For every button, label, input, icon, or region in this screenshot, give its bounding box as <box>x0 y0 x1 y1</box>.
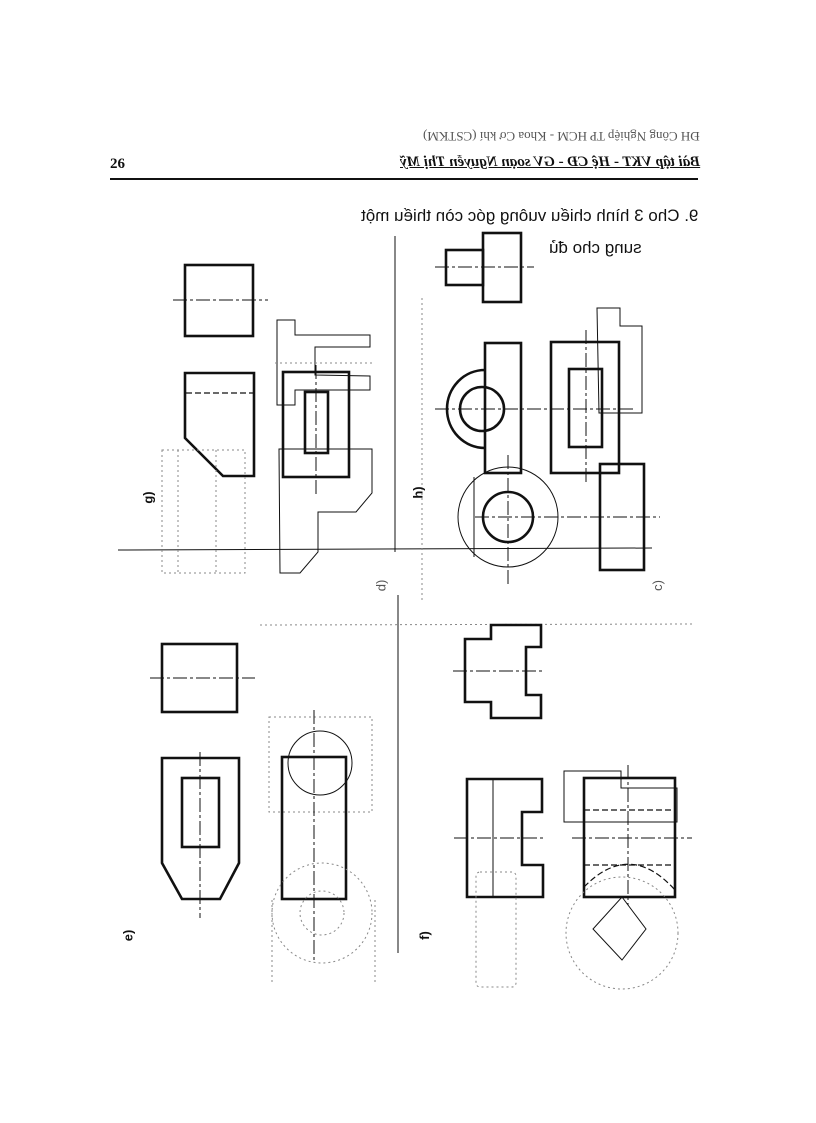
drawing-h <box>421 231 660 600</box>
label-f: f) <box>416 931 432 940</box>
f-ghost-diamond <box>592 896 647 961</box>
f-ghost-circle <box>565 876 679 990</box>
h-side-rect <box>549 340 621 475</box>
e-front-view <box>160 756 241 901</box>
e-circle <box>287 730 353 796</box>
f-side-overlay <box>563 770 678 823</box>
label-c: c) <box>649 580 665 591</box>
h-side-overlay <box>596 307 643 414</box>
g-side-lower <box>278 448 373 574</box>
e-ghost-circle <box>271 862 373 964</box>
divider-horizontal <box>117 547 653 551</box>
f-ghost-below <box>475 871 517 988</box>
drawing-e <box>150 642 376 985</box>
g-ghost-area <box>161 449 246 574</box>
label-e: e) <box>120 929 136 942</box>
page-number: 26 <box>110 156 125 172</box>
header-rule <box>110 178 698 180</box>
e-ghost-circle-small <box>299 890 345 936</box>
g-side-upper <box>276 319 371 406</box>
e-ghost-square <box>268 716 373 813</box>
f-front-view <box>465 777 545 899</box>
h-front-arm <box>483 341 523 475</box>
label-d: d) <box>373 579 389 592</box>
f-hidden-arc <box>583 863 676 891</box>
drawing-f <box>453 623 692 990</box>
g-front-view <box>183 371 256 478</box>
divider-dotted-bottom <box>259 623 696 626</box>
label-h: h) <box>410 486 426 499</box>
drawing-g <box>161 263 374 574</box>
label-g: g) <box>140 491 156 504</box>
f-top-view <box>463 623 543 720</box>
